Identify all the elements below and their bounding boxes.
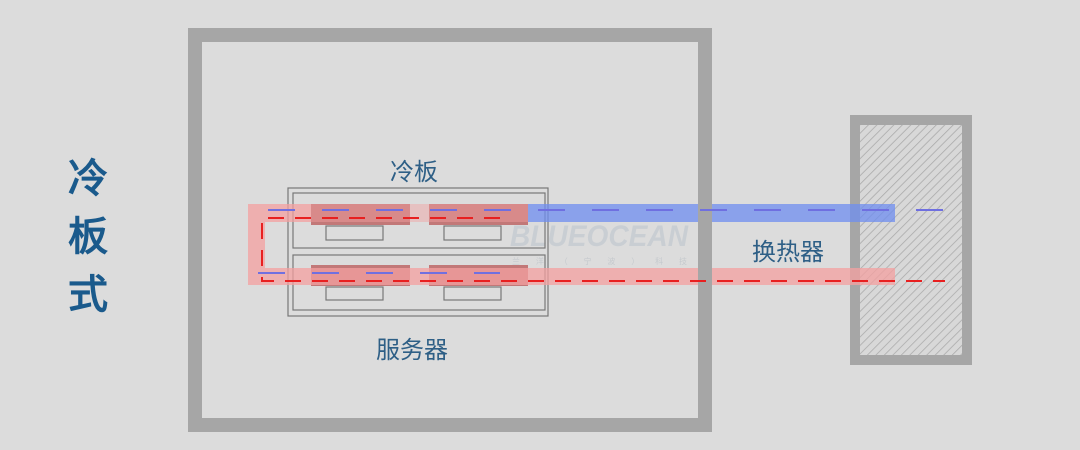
watermark-sub: 兰 洋 （ 宁 波 ） 科 技 — [512, 256, 687, 266]
chip — [325, 225, 384, 241]
hot-pipe — [248, 204, 895, 285]
diagram-title: 冷板式 — [68, 156, 108, 318]
hot-pipe-overlay — [311, 268, 528, 285]
hot-pipe-overlay — [311, 204, 528, 222]
heat-exchanger-label: 换热器 — [752, 238, 824, 266]
frame-right-wall — [698, 190, 712, 290]
chip — [325, 286, 384, 301]
heat-exchanger — [850, 115, 972, 365]
chip — [443, 286, 502, 301]
chip — [443, 225, 502, 241]
server-label: 服务器 — [376, 336, 448, 364]
hot-flow-dash — [261, 217, 945, 282]
server-chassis — [287, 187, 549, 317]
watermark: BLUEOCEAN 兰 洋 （ 宁 波 ） 科 技 — [510, 220, 689, 266]
cold-plate-label: 冷板 — [390, 158, 438, 186]
